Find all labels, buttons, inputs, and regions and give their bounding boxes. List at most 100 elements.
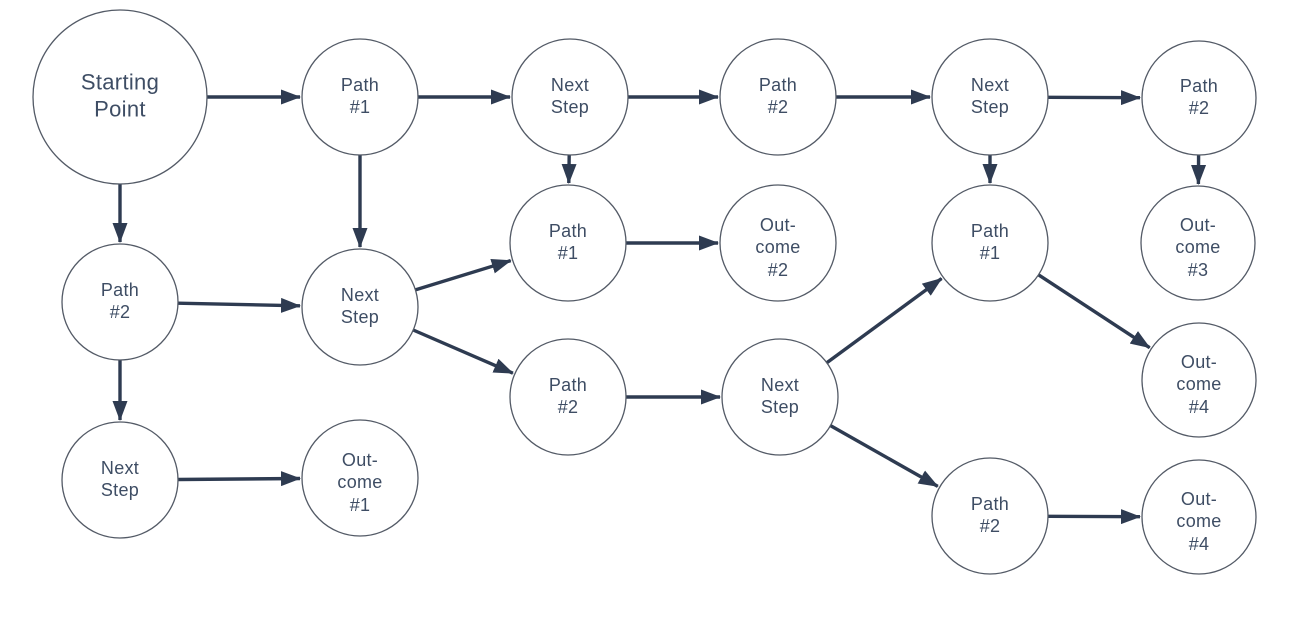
node-outcome-1: Out-come #1 [301,419,419,537]
node-label-line: Out- [1181,489,1217,509]
node-label: Out-come #3 [1175,215,1220,280]
node-label-line: come [1176,374,1221,394]
node-outcome-3: Out-come #3 [1140,185,1256,301]
node-label-line: come [755,237,800,257]
node-label-line: come [1176,511,1221,531]
node-label-line: Out- [342,450,378,470]
node-circle [32,9,208,185]
node-label: Path#2 [759,75,797,117]
node-label-line: #1 [350,495,371,515]
node-label-line: Step [971,97,1009,117]
node-label-line: come [1175,237,1220,257]
node-outcome-4a: Out-come #4 [1141,322,1257,438]
arrow-path2-c-to-next-step-c [177,297,301,313]
node-circle [511,38,629,156]
node-label-line: Next [101,458,139,478]
node-circle [931,457,1049,575]
node-label-line: Step [761,397,799,417]
node-circle [721,338,839,456]
node-label-line: Path [971,221,1009,241]
node-circle [301,38,419,156]
node-circle [1140,185,1256,301]
edges-layer [112,89,1207,525]
node-outcome-4b: Out-come #4 [1141,459,1257,575]
node-label: Path#1 [341,75,379,117]
node-label-line: Path [549,221,587,241]
node-circle [1141,322,1257,438]
node-label-line: #1 [980,243,1001,263]
node-circle [509,338,627,456]
node-label-line: #2 [110,302,131,322]
node-outcome-2: Out-come #2 [719,184,837,302]
node-circle [509,184,627,302]
node-label-line: #2 [980,516,1001,536]
node-circle [61,421,179,539]
node-path2-e: Path#2 [931,457,1049,575]
node-label-line: #2 [768,97,789,117]
node-label-line: Starting [81,70,159,95]
node-label-line: Path [101,280,139,300]
node-label-line: #4 [1189,534,1210,554]
node-circle [301,419,419,537]
node-circle [719,38,837,156]
node-label-line: Out- [1181,352,1217,372]
node-label-line: Next [551,75,589,95]
node-label: Path#2 [1180,76,1218,118]
node-label: Path#2 [549,375,587,417]
node-label-line: Path [341,75,379,95]
node-label-line: Path [759,75,797,95]
node-circle [1141,40,1257,156]
arrow-next-step-c-to-path1-b [414,258,512,292]
node-label: Out-come #4 [1176,352,1221,417]
node-path2-c: Path#2 [61,243,179,361]
node-label-line: #1 [350,97,371,117]
node-circle [931,184,1049,302]
node-label: Out-come #1 [337,450,382,515]
node-path1-a: Path#1 [301,38,419,156]
node-label: Out-come #4 [1176,489,1221,554]
node-label-line: come [337,472,382,492]
node-label-line: #1 [558,243,579,263]
node-label-line: Out- [760,215,796,235]
arrow-next-step-e-to-outcome-1 [177,471,301,487]
node-label-line: #3 [1188,260,1209,280]
node-path1-b: Path#1 [509,184,627,302]
node-label-line: Point [94,97,146,122]
node-label-line: #2 [558,397,579,417]
node-path2-d: Path#2 [509,338,627,456]
arrow-next-step-d-to-path2-e [829,424,939,488]
node-label-line: Step [551,97,589,117]
arrow-next-step-c-to-path2-d [412,328,514,375]
node-path2-b: Path#2 [1141,40,1257,156]
node-label-line: #4 [1189,397,1210,417]
node-circle [1141,459,1257,575]
node-circle [931,38,1049,156]
node-label-line: #2 [1189,98,1210,118]
node-circle [301,248,419,366]
node-label-line: Out- [1180,215,1216,235]
node-label-line: Next [341,285,379,305]
node-circle [719,184,837,302]
node-label-line: Step [101,480,139,500]
node-label-line: #2 [768,260,789,280]
node-label: Path#2 [971,494,1009,536]
node-label-line: Path [1180,76,1218,96]
node-label-line: Next [971,75,1009,95]
node-label-line: Step [341,307,379,327]
node-label: Out-come #2 [755,215,800,280]
node-label-line: Next [761,375,799,395]
